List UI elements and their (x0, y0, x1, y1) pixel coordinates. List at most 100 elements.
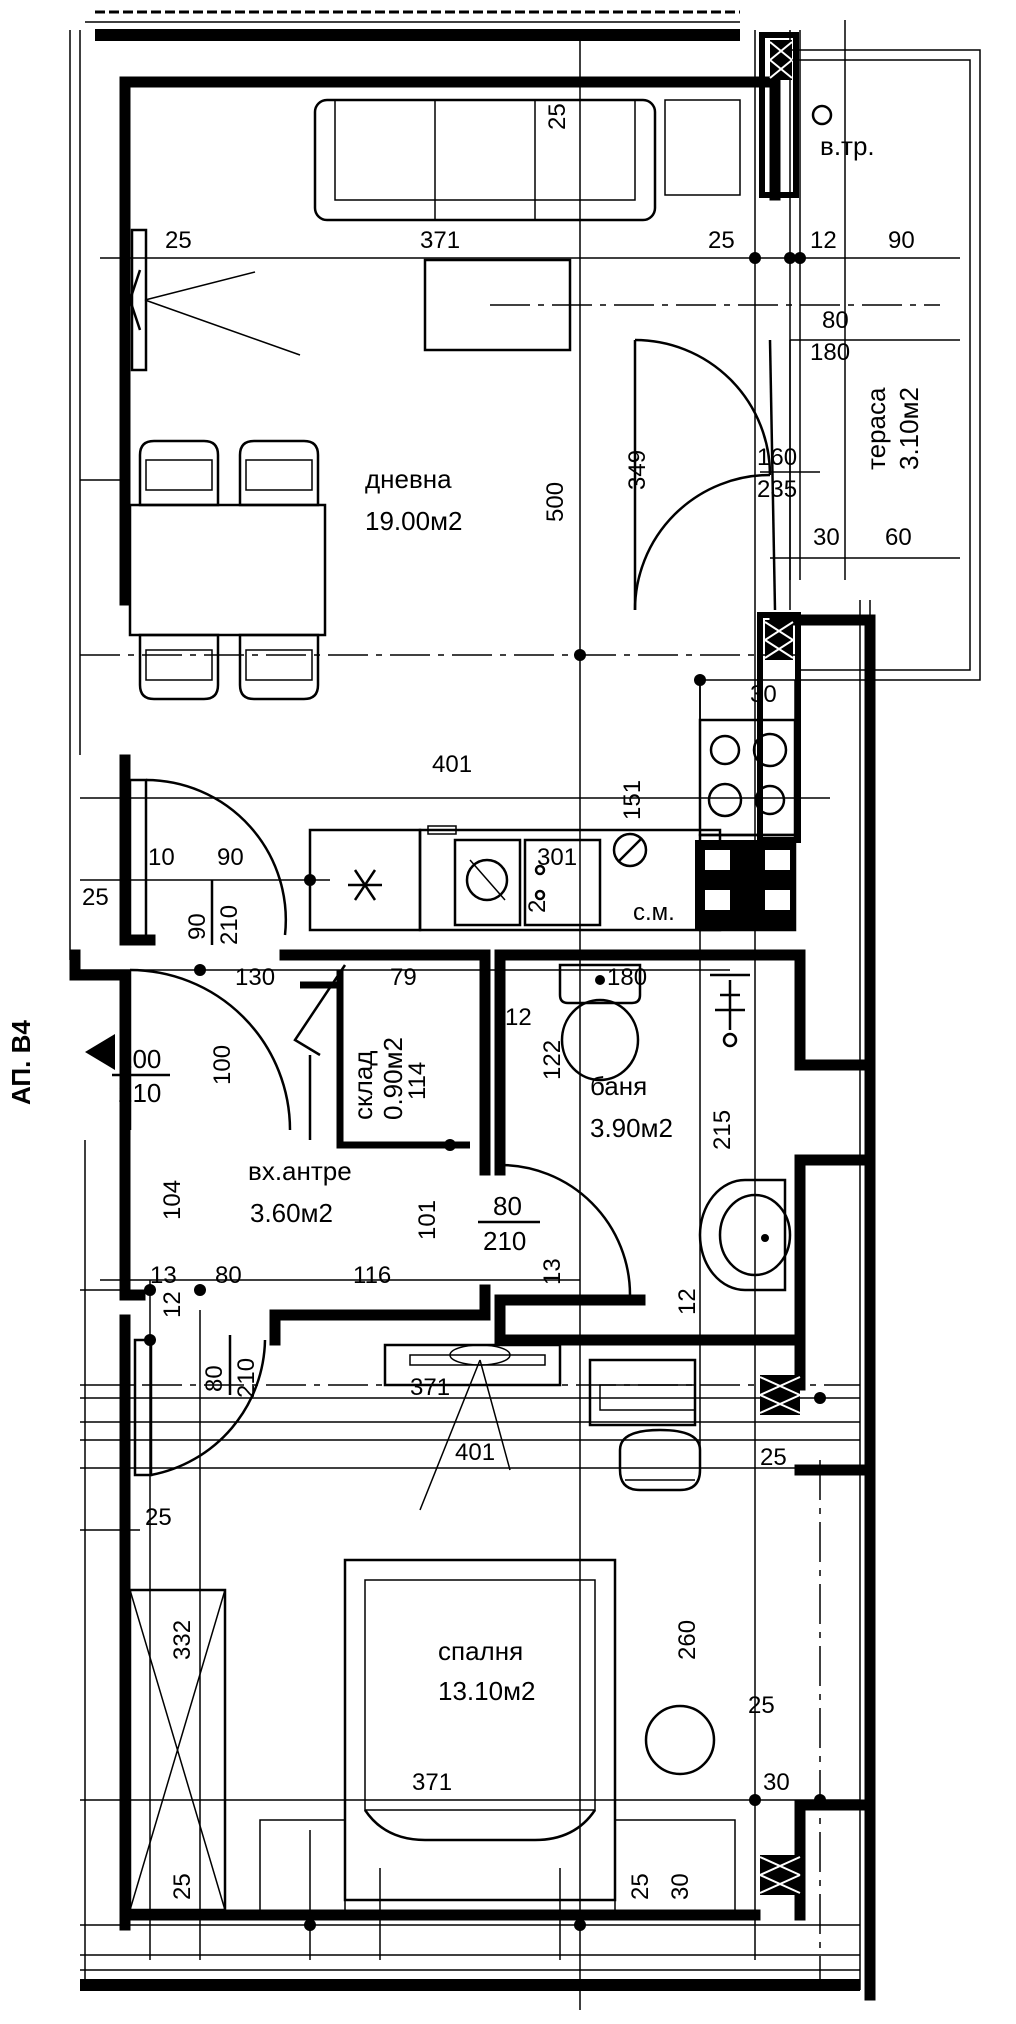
room-labels: дневна 19.00м2 тераса 3.10м2 склад 0.90м… (6, 131, 924, 1706)
living-door (128, 778, 287, 942)
bath-door-width: 80 (493, 1191, 522, 1221)
living-area: 19.00м2 (365, 506, 462, 536)
dim-label: 349 (624, 450, 651, 490)
dim-label: 30 (667, 1873, 694, 1900)
bed (259, 1558, 736, 1916)
door-labels: 100 210 90 210 80 210 80 210 (112, 880, 540, 1398)
dim-label: 301 (537, 844, 577, 871)
dim-label: 25 (165, 227, 192, 254)
entrance-width: 100 (118, 1044, 161, 1074)
bath-door (499, 1163, 632, 1296)
column-bottom (759, 1855, 801, 1895)
dim-label: 12 (810, 227, 837, 254)
column-kitchen (757, 612, 801, 843)
dim-label: 500 (542, 482, 569, 522)
dim-label: 12 (505, 1004, 532, 1031)
shaft-label: в.тр. (820, 131, 875, 161)
dim-label: 2 (524, 900, 551, 913)
dim-label: 260 (674, 1620, 701, 1660)
storage-area: 0.90м2 (378, 1037, 408, 1120)
dim-label: 180 (607, 964, 647, 991)
chair-bottom-right (238, 633, 320, 701)
dim-label: 401 (455, 1439, 495, 1466)
dim-label: 25 (544, 103, 571, 130)
tv-lamp (124, 228, 301, 372)
bedroom-name: спалня (438, 1636, 523, 1666)
dim-label: 235 (757, 476, 797, 503)
dim-label: 25 (748, 1692, 775, 1719)
dim-label: 371 (412, 1769, 452, 1796)
living-name: дневна (365, 464, 452, 494)
dim-label: 215 (709, 1110, 736, 1150)
entrance-door (85, 968, 292, 1131)
dim-label: 30 (750, 681, 777, 708)
dim-label: 90 (217, 844, 244, 871)
hall-area: 3.60м2 (250, 1198, 333, 1228)
dim-label: 30 (763, 1769, 790, 1796)
hall-name: вх.антре (248, 1156, 352, 1186)
dim-label: 90 (888, 227, 915, 254)
dim-label: 60 (885, 524, 912, 551)
dim-label: 401 (432, 751, 472, 778)
entrance-height: 210 (118, 1078, 161, 1108)
coffee-table (423, 258, 572, 352)
dim-label: 30 (813, 524, 840, 551)
dim-label: 160 (757, 444, 797, 471)
dim-label: 371 (410, 1374, 450, 1401)
bathroom-area: 3.90м2 (590, 1113, 673, 1143)
chair-top-left (138, 439, 220, 507)
dim-label: 100 (209, 1045, 236, 1085)
dimension-labels: 25 371 25 25 12 90 80 180 349 160 235 30… (82, 103, 915, 1900)
dim-label: 130 (235, 964, 275, 991)
shaft-circle (811, 104, 833, 126)
bedroom-area: 13.10м2 (438, 1676, 535, 1706)
dining-table (128, 439, 327, 701)
storage-door (293, 964, 347, 1140)
bedroom-door-width: 80 (201, 1365, 228, 1392)
bedroom-door-height: 210 (233, 1358, 260, 1398)
dim-label: 114 (404, 1062, 431, 1100)
terrace-door (633, 338, 791, 611)
terrace-name: тераса (861, 387, 891, 470)
dim-label: 332 (169, 1620, 196, 1660)
living-door-width: 90 (184, 913, 211, 940)
dim-label: 10 (148, 844, 175, 871)
hatched-columns (757, 32, 801, 1895)
living-door-height: 210 (216, 905, 243, 945)
kitchen (308, 679, 797, 932)
bedroom-door (133, 1338, 267, 1477)
apartment-label: АП. В4 (6, 1020, 36, 1105)
dim-label: 25 (82, 884, 109, 911)
dim-label: 122 (539, 1040, 566, 1080)
shower (710, 973, 750, 1048)
dim-label: 12 (159, 1291, 186, 1318)
ceiling-lamp (419, 1344, 511, 1511)
dim-label: 180 (810, 339, 850, 366)
washer-label: с.м. (633, 899, 675, 926)
dim-label: 25 (169, 1873, 196, 1900)
sink-bath (698, 1178, 792, 1292)
dim-label: 151 (619, 780, 646, 820)
dim-label: 101 (414, 1200, 441, 1240)
column-top (759, 32, 799, 198)
sofa (313, 98, 741, 222)
dim-label: 80 (822, 307, 849, 334)
bath-door-height: 210 (483, 1226, 526, 1256)
dim-label: 25 (708, 227, 735, 254)
dim-label: 12 (674, 1288, 701, 1315)
sink (453, 838, 602, 927)
chair-top-right (238, 439, 320, 507)
chair-bottom-left (138, 633, 220, 701)
dim-label: 25 (627, 1873, 654, 1900)
storage-name: склад (348, 1051, 378, 1120)
dim-label: 13 (539, 1258, 566, 1285)
walls (69, 10, 981, 2001)
dim-label: 104 (159, 1180, 186, 1220)
fridge (695, 840, 795, 930)
stove (698, 718, 797, 837)
dim-label: 79 (390, 964, 417, 991)
wardrobe (128, 1588, 227, 1912)
terrace-area: 3.10м2 (894, 387, 924, 470)
dim-label: 80 (215, 1262, 242, 1289)
